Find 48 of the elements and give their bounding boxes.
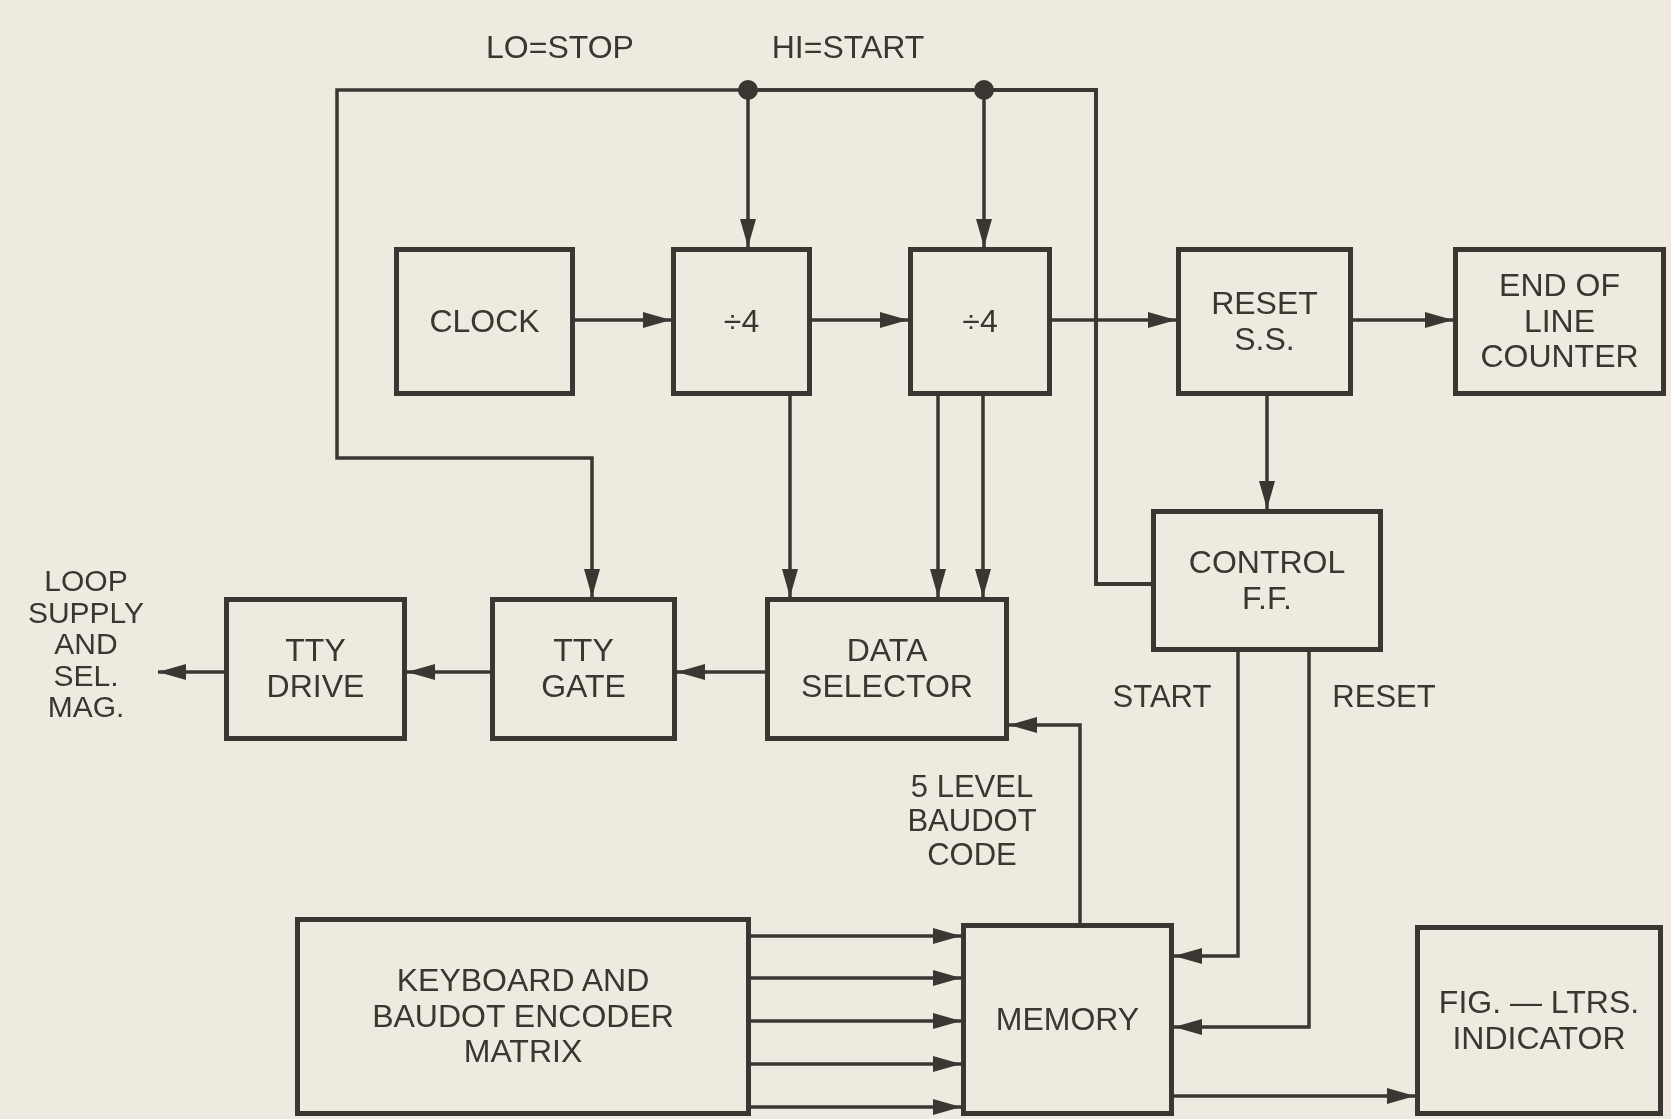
arrow — [407, 664, 490, 680]
signal-label: LO=STOP — [485, 30, 635, 66]
arrow — [1174, 652, 1311, 1035]
box-label: CONTROL F.F. — [1187, 544, 1347, 617]
signal-label: HI=START — [770, 30, 926, 66]
process-box — [1453, 247, 1666, 396]
arrow — [158, 664, 224, 680]
arrow — [930, 396, 946, 597]
process-box — [1151, 509, 1383, 652]
arrow — [1174, 652, 1240, 964]
arrow — [1174, 1088, 1415, 1104]
arrow — [812, 312, 908, 328]
box-label: TTY GATE — [540, 633, 627, 705]
box-label: ÷4 — [962, 303, 998, 340]
process-box — [295, 917, 751, 1116]
arrow — [751, 970, 961, 986]
arrow — [751, 1099, 961, 1115]
box-label: FIG. — LTRS. INDICATOR — [1437, 984, 1641, 1057]
arrow — [976, 88, 1151, 586]
arrow — [782, 396, 798, 597]
box-label: RESET S.S. — [1210, 285, 1319, 358]
signal-label: LOOP SUPPLY AND SEL. MAG. — [18, 565, 154, 723]
box-label: ÷4 — [723, 303, 760, 340]
arrow — [1353, 312, 1453, 328]
box-label: TTY DRIVE — [265, 633, 366, 705]
box-label: KEYBOARD AND BAUDOT ENCODER MATRIX — [371, 962, 675, 1071]
process-box — [765, 597, 1009, 741]
process-box — [394, 247, 575, 396]
process-box — [961, 923, 1174, 1116]
arrow — [751, 1056, 961, 1072]
arrow — [1052, 312, 1176, 328]
arrow — [677, 664, 765, 680]
process-box — [908, 247, 1052, 396]
arrow — [1259, 396, 1275, 509]
arrow — [575, 312, 671, 328]
arrow — [975, 396, 991, 597]
arrow — [751, 928, 961, 944]
box-label: END OF LINE COUNTER — [1479, 267, 1640, 376]
process-box — [224, 597, 407, 741]
arrow — [751, 1013, 961, 1029]
process-box — [671, 247, 812, 396]
arrow — [1009, 717, 1082, 923]
box-label: CLOCK — [429, 303, 540, 340]
process-box — [1415, 925, 1663, 1116]
box-label: MEMORY — [995, 1001, 1140, 1038]
box-label: DATA SELECTOR — [800, 633, 974, 705]
process-box — [490, 597, 677, 741]
process-box — [1176, 247, 1353, 396]
